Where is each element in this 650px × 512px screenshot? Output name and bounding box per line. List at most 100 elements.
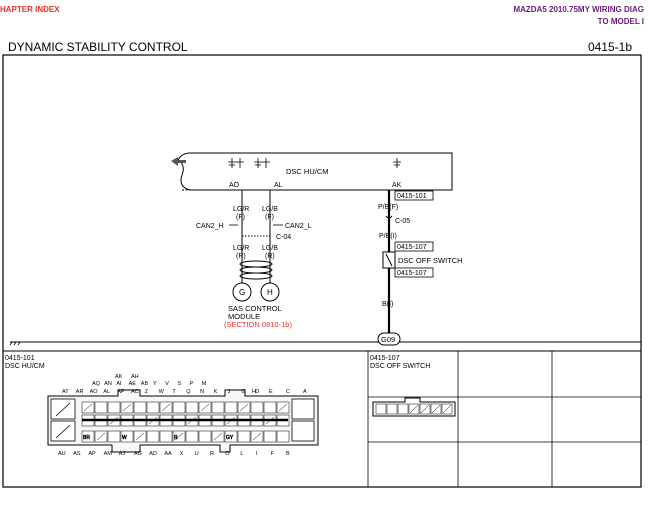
pin-label-n: N	[200, 389, 204, 395]
connector-107-cavity	[375, 403, 387, 415]
twisted-pair	[239, 260, 273, 280]
pin-label-ar: AR	[76, 389, 84, 395]
sas-module-line1: SAS CONTROL	[228, 304, 282, 313]
pin-label-aa: AA	[164, 451, 172, 457]
pin-label-aj: AJ	[119, 451, 126, 457]
ground-hatch	[9, 341, 21, 346]
pin-label-af: AF	[117, 389, 125, 395]
connector-cavity	[185, 430, 199, 443]
dsc-hu-cm-module[interactable]: DSC HU/CM	[171, 152, 453, 191]
connector-107-tag-top-label: 0415-107	[397, 244, 427, 251]
joint-c05-mark	[385, 215, 393, 219]
page-code: 0415-1b	[587, 40, 632, 54]
model-header-title: MAZDA5 2010.75MY WIRING DIAG	[513, 5, 644, 14]
wire-pb-front: P/B(F)	[378, 204, 398, 211]
pin-label-t: T	[172, 389, 176, 395]
connector-cavity	[250, 401, 264, 414]
cavity-hatch	[83, 403, 93, 412]
cavity-color-label: R	[174, 435, 178, 441]
pin-label-g: G	[241, 389, 245, 395]
pin-label-v: V	[165, 381, 169, 387]
pin-label-ao: AO	[90, 389, 99, 395]
pin-label-aq: AQ	[92, 381, 101, 387]
cavity-hatch	[122, 403, 132, 412]
pin-label-al: AL	[103, 389, 110, 395]
wire-lgr-front-tag: (F)	[236, 214, 245, 221]
pin-label-z: Z	[145, 389, 149, 395]
connector-107-face[interactable]	[372, 397, 456, 417]
connector-107-name: DSC OFF SWITCH	[370, 363, 430, 370]
connector-cavity	[94, 401, 108, 414]
connector-107-cavity	[397, 403, 409, 415]
wire-lgr-rear: LG/R	[233, 245, 249, 252]
sas-pin-h[interactable]	[260, 282, 280, 302]
pin-label-d: D	[255, 389, 259, 395]
pin-label-p: P	[190, 381, 194, 387]
pin-label-ap: AP	[88, 451, 96, 457]
ground-g09[interactable]	[377, 332, 401, 346]
connector-table-grid	[367, 351, 641, 487]
connector-107-tag-bottom[interactable]	[394, 267, 434, 278]
sas-pin-h-label: H	[267, 288, 273, 297]
connector-cavity	[263, 401, 277, 414]
cavity-hatch	[278, 403, 288, 412]
sas-pin-g-label: G	[239, 288, 245, 297]
pin-label-c: C	[286, 389, 290, 395]
cavity-hatch	[431, 404, 441, 414]
pin-label-an: AN	[104, 381, 112, 387]
joint-c04-label: C-04	[276, 234, 291, 241]
connector-101-tag-label: 0415-101	[397, 193, 427, 200]
connector-cavity	[107, 401, 121, 414]
pin-label-r: R	[210, 451, 214, 457]
cavity-color-label: BR	[83, 435, 90, 441]
cavity-hatch	[161, 403, 171, 412]
pin-label-ai: AI	[116, 381, 122, 387]
cavity-hatch	[135, 432, 145, 441]
pin-row-label-ah: AH	[131, 374, 139, 380]
sas-pin-g[interactable]	[232, 282, 252, 302]
switch-name-label: DSC OFF SWITCH	[398, 256, 463, 265]
connector-cavity	[276, 430, 290, 443]
connector-cavity	[81, 430, 95, 443]
pin-label-ae: AE	[129, 381, 137, 387]
pin-label-w: W	[159, 389, 165, 395]
wire-lgr-front: LG/R	[233, 206, 249, 213]
sas-section-link[interactable]: (SECTION 0810-1b)	[224, 320, 292, 329]
cavity-hatch	[96, 432, 106, 441]
wire-lgb-rear: LG/B	[262, 245, 278, 252]
connector-101-face[interactable]: BR W R GY	[47, 389, 319, 453]
wire-lgb-front: LG/B	[262, 206, 278, 213]
connector-107-tag-top[interactable]	[394, 241, 434, 252]
pin-label-am: AM	[104, 451, 113, 457]
cavity-hatch	[174, 432, 184, 441]
can-l-label: CAN2_L	[285, 223, 312, 230]
pin-label-y: Y	[153, 381, 157, 387]
pin-label-b: B	[286, 451, 290, 457]
pin-label-at: AT	[62, 389, 69, 395]
connector-cavity	[146, 430, 160, 443]
pin-label-a: A	[303, 389, 307, 395]
pin-label-ag: AG	[134, 451, 142, 457]
module-name: DSC HU/CM	[286, 167, 329, 176]
page-title: DYNAMIC STABILITY CONTROL	[8, 40, 188, 54]
connector-107-code: 0415-107	[370, 355, 400, 362]
pin-label-i: I	[256, 451, 258, 457]
cavity-color-label: GY	[226, 435, 234, 441]
connector-107-tag-bottom-label: 0415-107	[397, 270, 427, 277]
connector-107-cavity	[386, 403, 398, 415]
connector-cavity	[120, 430, 134, 443]
pin-label-as: AS	[73, 451, 81, 457]
pin-al-label: AL	[274, 182, 283, 189]
wire-lgb-front-tag: (F)	[265, 214, 274, 221]
cavity-hatch	[420, 404, 430, 414]
pin-label-ab: AB	[141, 381, 149, 387]
connector-101-tag[interactable]	[394, 190, 434, 201]
left-arrow-icon	[171, 157, 186, 166]
to-model-index-link[interactable]: TO MODEL I	[597, 17, 644, 26]
pin-label-k: K	[214, 389, 218, 395]
wire-lgb-rear-tag: (R)	[265, 253, 275, 260]
chapter-index-link[interactable]: HAPTER INDEX	[0, 5, 60, 14]
cavity-hatch	[252, 432, 262, 441]
